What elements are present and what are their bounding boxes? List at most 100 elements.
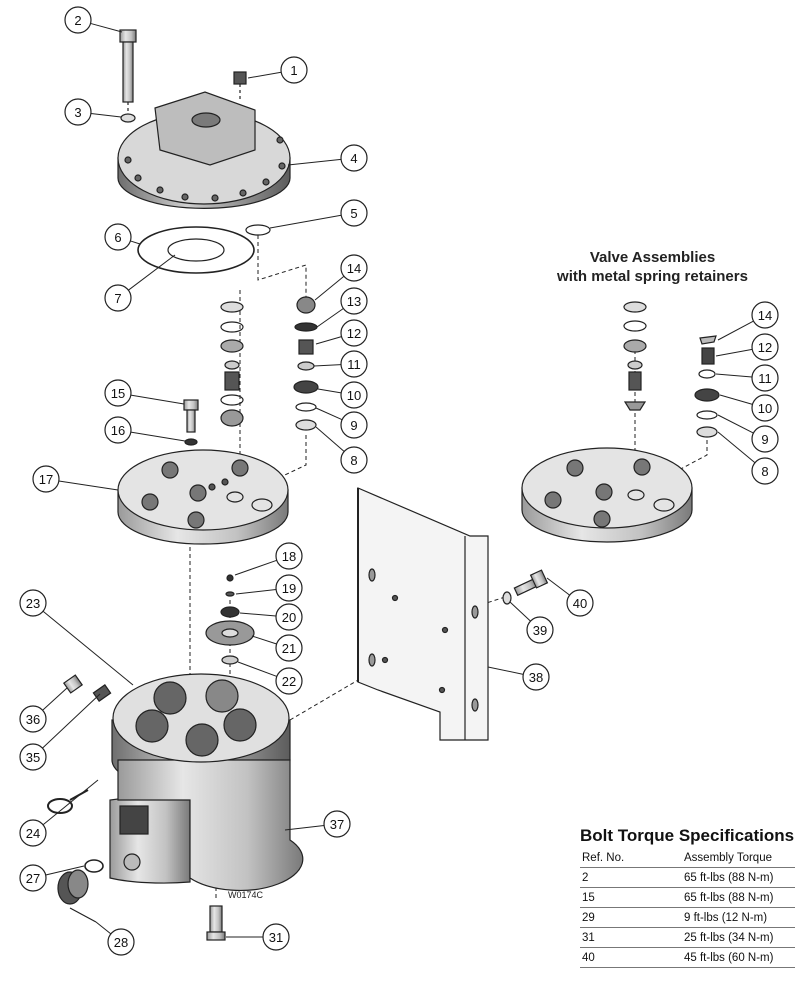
assembly-parts bbox=[47, 29, 720, 941]
side-callout-number: 14 bbox=[758, 308, 772, 323]
callout-number: 18 bbox=[282, 549, 296, 564]
callout-4: 4 bbox=[340, 144, 368, 172]
callout-37: 37 bbox=[323, 810, 351, 838]
callout-38: 38 bbox=[522, 663, 550, 691]
cell-ref: 15 bbox=[580, 887, 682, 908]
callout-circle bbox=[275, 667, 303, 695]
callout-circle bbox=[64, 6, 92, 34]
callout-12: 12 bbox=[340, 319, 368, 347]
callout-circle bbox=[280, 56, 308, 84]
callout-27: 27 bbox=[19, 864, 47, 892]
callout-leader-7 bbox=[128, 254, 176, 291]
callout-21: 21 bbox=[275, 634, 303, 662]
callout-6: 6 bbox=[104, 223, 132, 251]
callout-circle bbox=[64, 98, 92, 126]
column-header-torque: Assembly Torque bbox=[682, 848, 795, 868]
callout-leader-35 bbox=[42, 693, 101, 749]
callout-leader-13 bbox=[316, 308, 344, 328]
side-callout-circle bbox=[751, 394, 779, 422]
callout-circle bbox=[275, 634, 303, 662]
side-callout-number: 12 bbox=[758, 340, 772, 355]
callout-40: 40 bbox=[566, 589, 594, 617]
callout-39: 39 bbox=[526, 616, 554, 644]
callout-leader-37 bbox=[284, 824, 325, 831]
callout-number: 12 bbox=[347, 326, 361, 341]
valve-stack-center bbox=[293, 296, 319, 431]
cell-ref: 31 bbox=[580, 927, 682, 948]
callout-circle bbox=[104, 223, 132, 251]
callout-number: 5 bbox=[350, 206, 357, 221]
side-callout-leader-10 bbox=[719, 394, 753, 405]
callout-number: 9 bbox=[350, 418, 357, 433]
part-bolt-40 bbox=[513, 569, 549, 597]
callout-circle bbox=[340, 350, 368, 378]
side-callout-circle bbox=[751, 457, 779, 485]
callout-leader-6 bbox=[130, 240, 141, 245]
callout-circle bbox=[19, 819, 47, 847]
callout-leader-14 bbox=[314, 275, 345, 301]
callout-11: 11 bbox=[340, 350, 368, 378]
callout-16: 16 bbox=[104, 416, 132, 444]
callout-number: 13 bbox=[347, 294, 361, 309]
callout-leader-4 bbox=[287, 158, 342, 166]
callout-number: 4 bbox=[350, 151, 357, 166]
callout-number: 3 bbox=[74, 105, 81, 120]
callout-35: 35 bbox=[19, 743, 47, 771]
callout-circle bbox=[107, 928, 135, 956]
callout-number: 23 bbox=[26, 596, 40, 611]
callout-number: 8 bbox=[350, 453, 357, 468]
callout-number: 11 bbox=[347, 357, 361, 372]
callout-14: 14 bbox=[340, 254, 368, 282]
side-callout-circle bbox=[751, 301, 779, 329]
callout-circle bbox=[340, 144, 368, 172]
callout-circle bbox=[32, 465, 60, 493]
cell-torque: 65 ft-lbs (88 N-m) bbox=[682, 867, 795, 888]
callout-circle bbox=[19, 705, 47, 733]
callout-leader-21 bbox=[251, 635, 277, 645]
callout-leader-20 bbox=[239, 612, 277, 617]
callout-number: 10 bbox=[347, 388, 361, 403]
callout-leader-40 bbox=[546, 577, 570, 596]
callout-number: 16 bbox=[111, 423, 125, 438]
callout-22: 22 bbox=[275, 667, 303, 695]
callout-circle bbox=[104, 379, 132, 407]
callout-circle bbox=[262, 923, 290, 951]
callout-leader-2 bbox=[90, 22, 123, 33]
side-callout-leader-14 bbox=[717, 320, 754, 341]
cell-ref: 29 bbox=[580, 907, 682, 928]
part-set-screw-1 bbox=[233, 71, 247, 100]
part-washer-16 bbox=[184, 438, 198, 446]
callout-circle bbox=[522, 663, 550, 691]
callout-number: 28 bbox=[114, 935, 128, 950]
cell-torque: 9 ft-lbs (12 N-m) bbox=[682, 907, 795, 928]
callout-leader-36 bbox=[42, 687, 68, 711]
callout-number: 19 bbox=[282, 581, 296, 596]
side-callout-12: 12 bbox=[751, 333, 779, 361]
side-callout-circle bbox=[751, 333, 779, 361]
callout-number: 6 bbox=[114, 230, 121, 245]
callout-number: 2 bbox=[74, 13, 81, 28]
part-plug-36 bbox=[62, 674, 84, 694]
side-callout-number: 8 bbox=[761, 464, 768, 479]
callout-9: 9 bbox=[340, 411, 368, 439]
part-gasket-6 bbox=[137, 226, 255, 274]
cell-torque: 25 ft-lbs (34 N-m) bbox=[682, 927, 795, 948]
callout-5: 5 bbox=[340, 199, 368, 227]
callout-leader-5 bbox=[269, 214, 342, 229]
valve-assemblies-title-line-1: Valve Assemblies bbox=[589, 249, 716, 266]
callout-number: 24 bbox=[26, 826, 40, 841]
callout-13: 13 bbox=[340, 287, 368, 315]
callout-number: 1 bbox=[290, 63, 297, 78]
callout-circle bbox=[19, 864, 47, 892]
side-callout-number: 11 bbox=[758, 371, 772, 386]
part-gasket-7 bbox=[167, 238, 225, 262]
callout-leader-24 bbox=[42, 779, 99, 826]
callout-circle bbox=[340, 446, 368, 474]
part-fitting-35 bbox=[92, 684, 112, 702]
part-washer-27 bbox=[84, 859, 104, 873]
side-callout-leader-9 bbox=[717, 414, 754, 434]
callout-number: 38 bbox=[529, 670, 543, 685]
